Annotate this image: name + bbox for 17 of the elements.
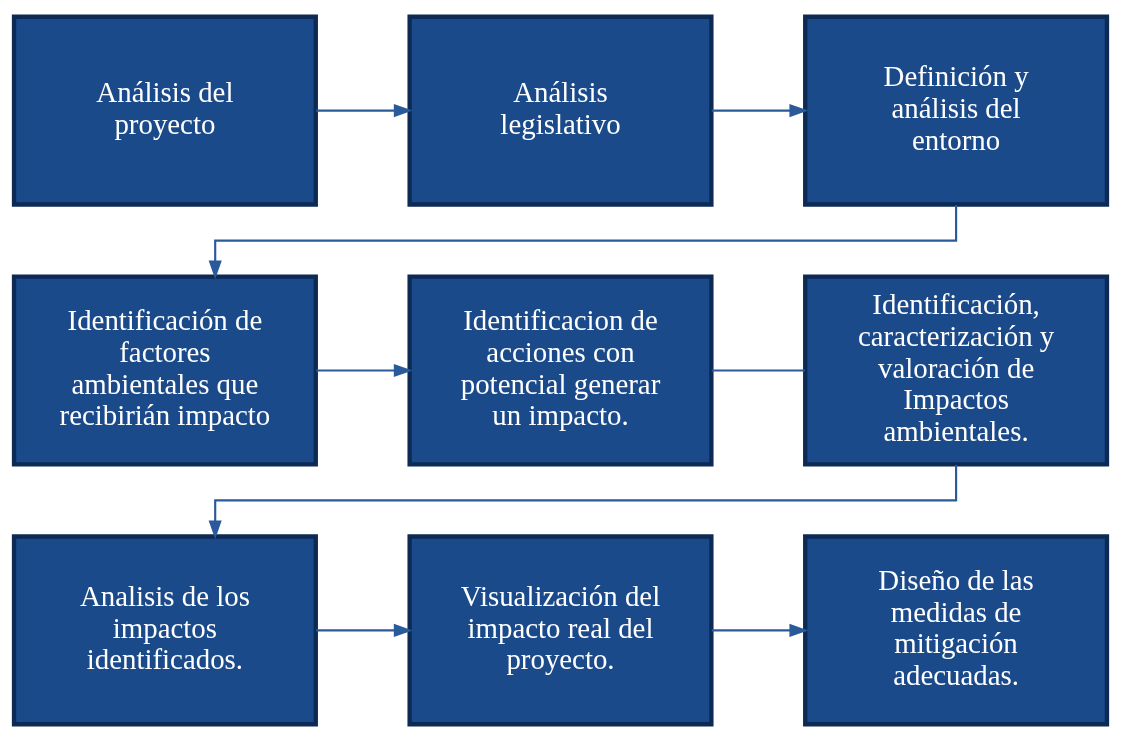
node-box: Análisis del proyecto [11, 14, 318, 207]
node-box: Identificación de factores ambientales que recibirián impacto [11, 274, 318, 466]
node-box: Diseño de las medidas de mitigación adecuadas. [803, 533, 1110, 726]
arrow [711, 623, 809, 637]
arrow [208, 464, 958, 539]
node-box: Identificacion de acciones con potencial generar un impacto. [407, 274, 714, 466]
arrow [316, 363, 413, 377]
arrow [711, 103, 809, 117]
arrow [208, 204, 958, 279]
connector [711, 368, 805, 372]
arrow [316, 103, 413, 117]
node-box: Analisis de los impactos identificados. [11, 533, 318, 726]
arrow [316, 623, 413, 637]
node-box: Visualización del impacto real del proyecto. [407, 533, 714, 726]
node-box: Definición y análisis del entorno [803, 14, 1110, 207]
node-box: Análisis legislativo [407, 14, 714, 207]
node-box: Identificación, caracterización y valoración de Impactos ambientales. [803, 274, 1110, 466]
